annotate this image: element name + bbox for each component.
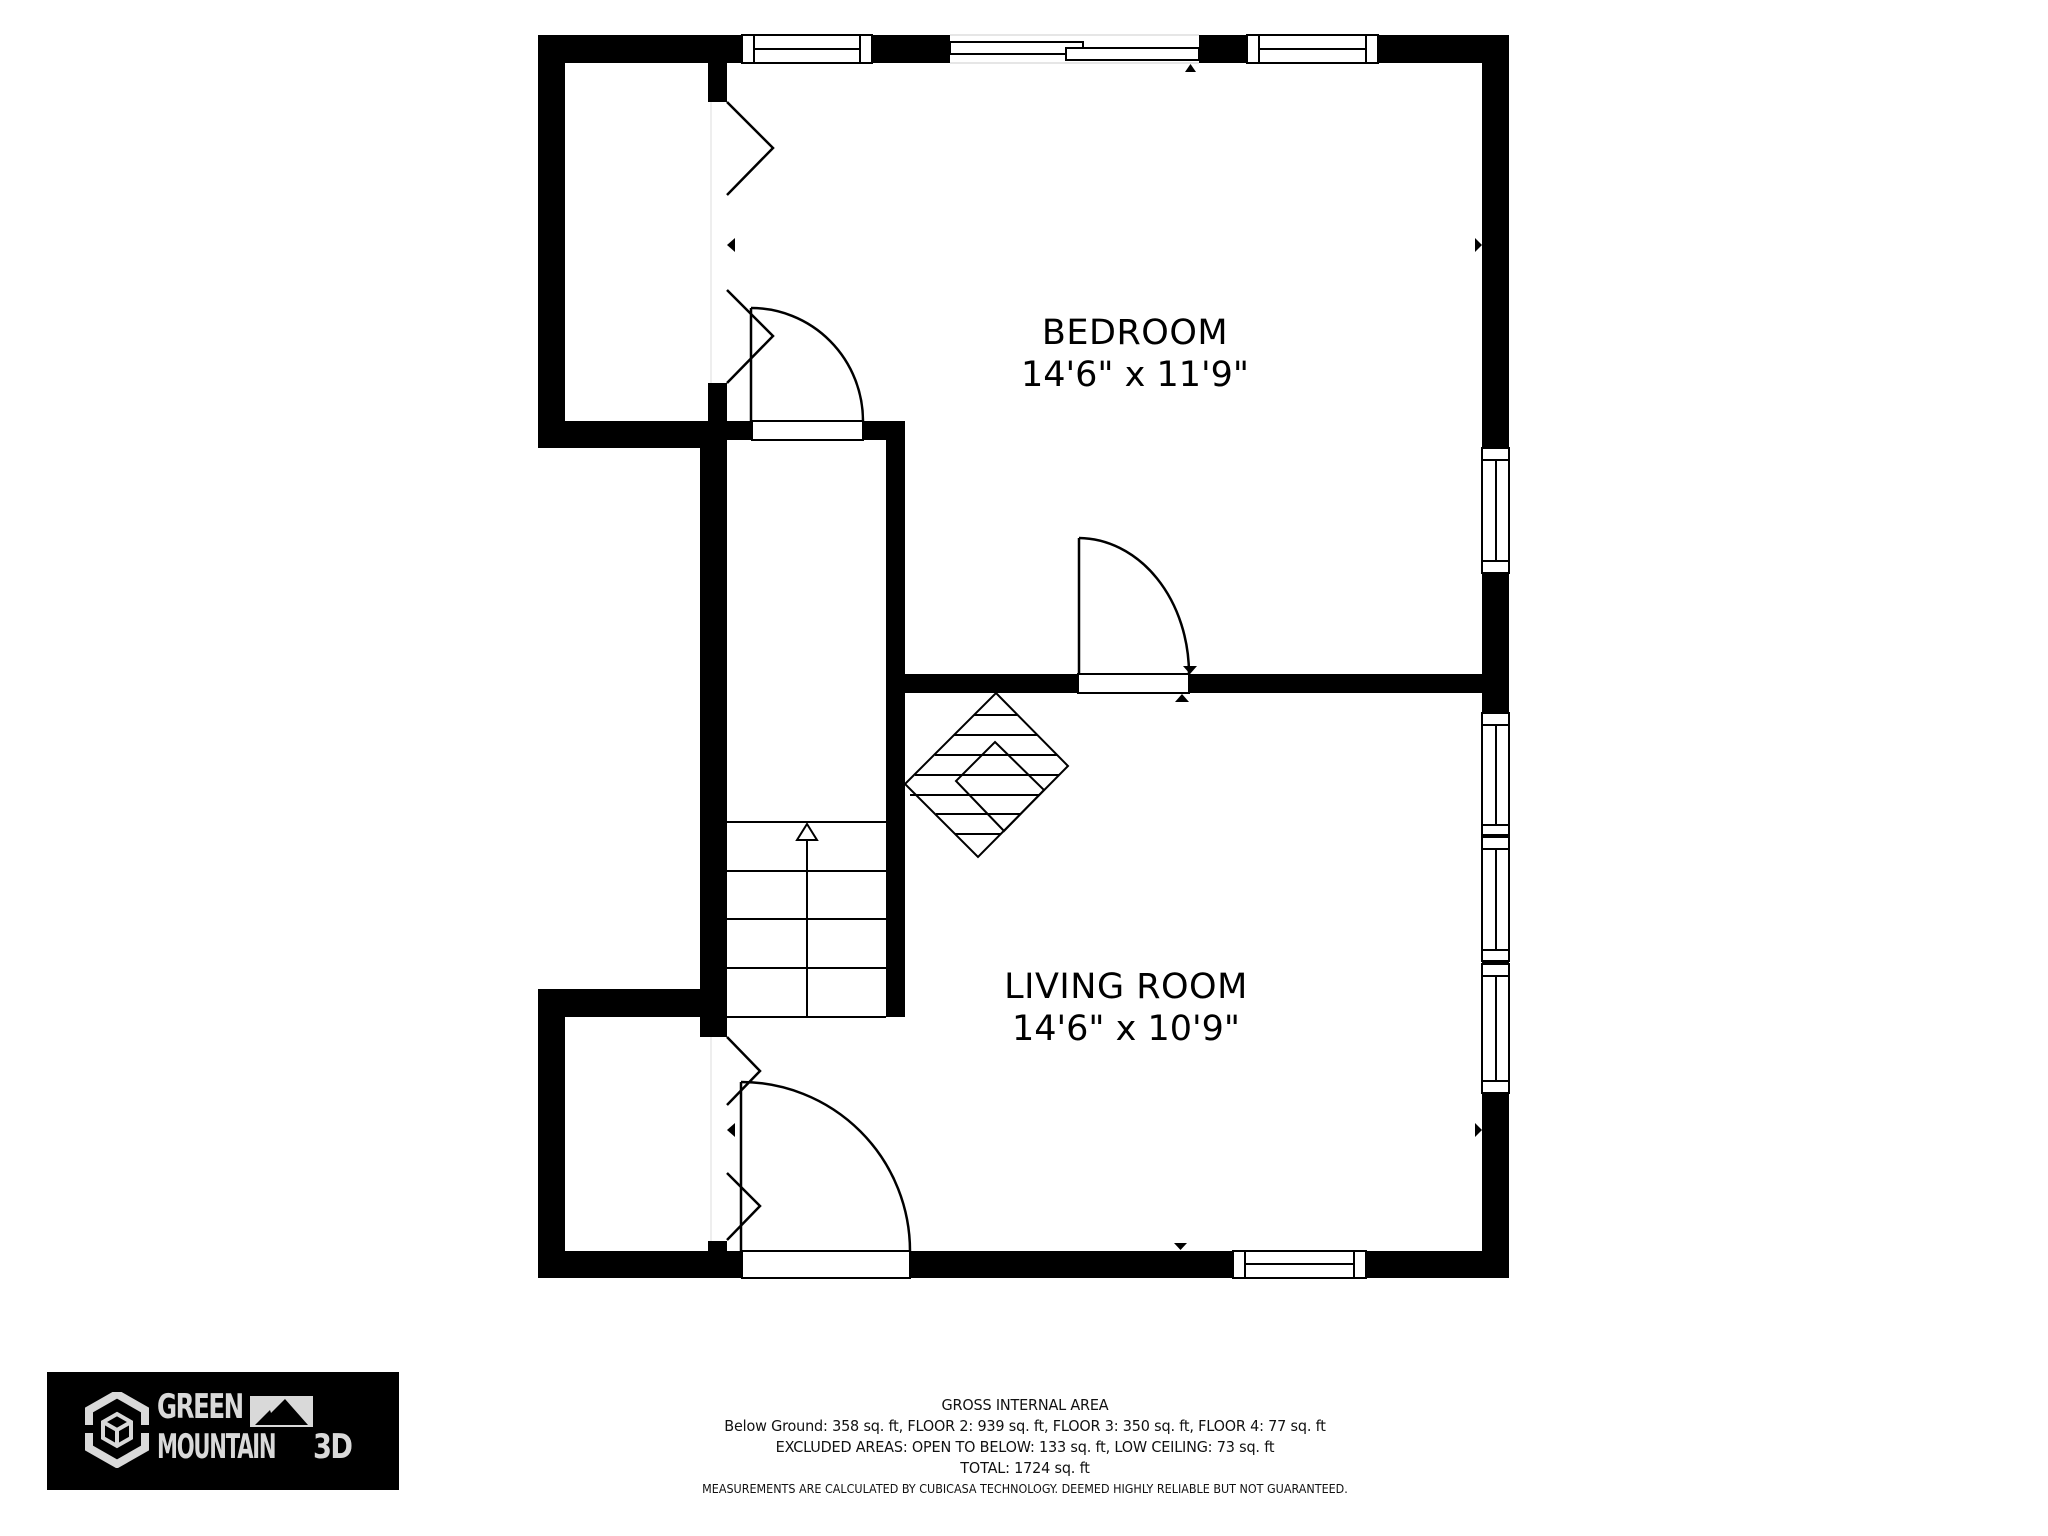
right-window-living-1 bbox=[1481, 712, 1510, 836]
top-window-right bbox=[1246, 34, 1379, 64]
stairs bbox=[727, 821, 886, 1018]
mountain-icon bbox=[250, 1396, 313, 1427]
floor-areas: Below Ground: 358 sq. ft, FLOOR 2: 939 s… bbox=[724, 1417, 1326, 1435]
room-dimensions: 14'6" x 11'9" bbox=[1020, 355, 1249, 395]
area-title: GROSS INTERNAL AREA bbox=[941, 1396, 1109, 1414]
top-window-left bbox=[741, 34, 873, 64]
logo-line-1: GREEN bbox=[157, 1387, 244, 1427]
right-window-living-2 bbox=[1481, 836, 1510, 962]
wall-marker-icon bbox=[1174, 1243, 1187, 1250]
wall-marker-icon bbox=[1183, 666, 1197, 674]
room-name: LIVING ROOM bbox=[1004, 967, 1248, 1007]
sliding-door-top bbox=[949, 34, 1200, 64]
entry-door bbox=[739, 1080, 912, 1279]
walls bbox=[538, 35, 1509, 1278]
right-window-living-3 bbox=[1481, 963, 1510, 1094]
upper-closet-door bbox=[749, 306, 865, 441]
wall-marker-icon bbox=[1475, 1123, 1482, 1137]
logo-line-2: MOUNTAIN bbox=[157, 1427, 277, 1467]
hexagon-cube-icon bbox=[85, 1392, 149, 1468]
room-label-bedroom: BEDROOM 14'6" x 11'9" bbox=[985, 312, 1285, 396]
wall-marker-icon bbox=[1475, 238, 1482, 252]
total-area: TOTAL: 1724 sq. ft bbox=[960, 1459, 1090, 1477]
wall-marker-icon bbox=[727, 1123, 735, 1137]
wall-marker-icon bbox=[1185, 64, 1196, 72]
room-name: BEDROOM bbox=[1041, 313, 1229, 353]
stairs-up-arrow-icon bbox=[795, 822, 819, 841]
area-summary: GROSS INTERNAL AREA Below Ground: 358 sq… bbox=[560, 1395, 1490, 1499]
room-label-living-room: LIVING ROOM 14'6" x 10'9" bbox=[946, 966, 1306, 1050]
disclaimer: MEASUREMENTS ARE CALCULATED BY CUBICASA … bbox=[702, 1482, 1348, 1496]
bottom-window bbox=[1232, 1250, 1367, 1279]
lower-bifold-door bbox=[710, 1036, 762, 1241]
logo-suffix: 3D bbox=[313, 1427, 353, 1467]
spiral-stair-icon bbox=[903, 691, 1070, 859]
wall-marker-icon bbox=[1175, 694, 1189, 702]
upper-bifold-door bbox=[710, 101, 775, 384]
green-mountain-3d-logo: GREEN MOUNTAIN 3D bbox=[47, 1372, 399, 1490]
excluded-areas: EXCLUDED AREAS: OPEN TO BELOW: 133 sq. f… bbox=[775, 1438, 1275, 1456]
bedroom-door bbox=[1077, 536, 1191, 694]
wall-marker-icon bbox=[727, 238, 735, 252]
room-dimensions: 14'6" x 10'9" bbox=[1011, 1009, 1240, 1049]
right-window-bedroom bbox=[1481, 447, 1510, 574]
